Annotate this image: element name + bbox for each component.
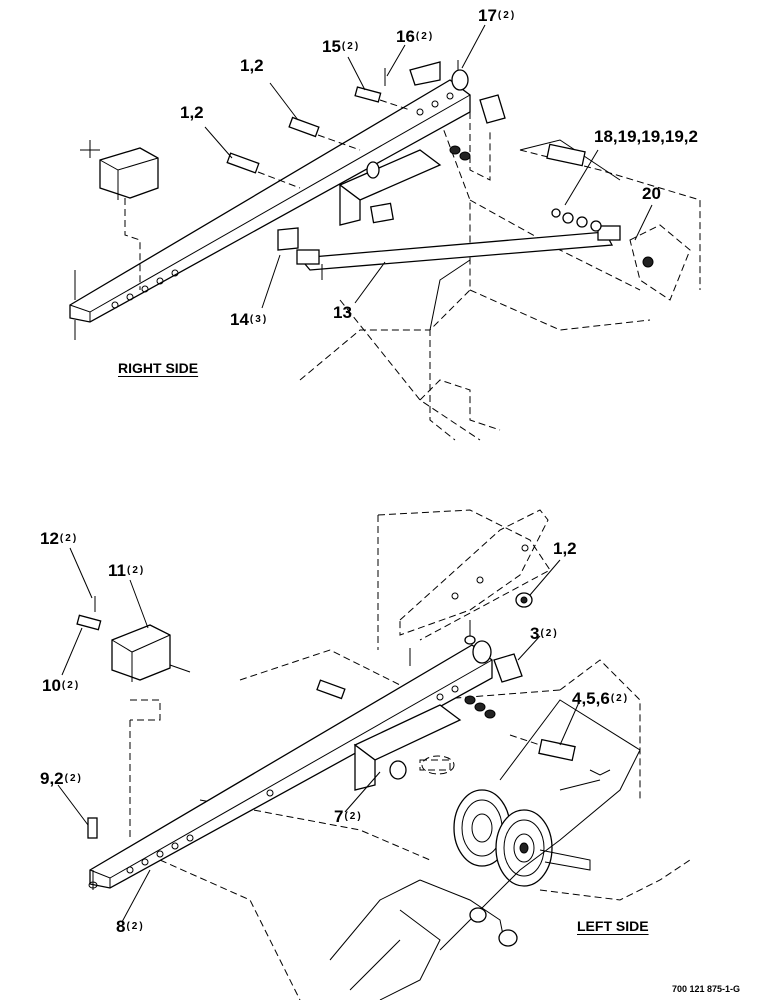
nut-1-2-left	[515, 592, 533, 608]
right-side-leaders	[204, 24, 653, 309]
callout-20: 20	[642, 184, 661, 203]
cap-bracket-right	[99, 147, 159, 199]
callout-9-2: 9,2(2)	[40, 769, 83, 788]
bolt-18-washers-19	[546, 143, 602, 232]
callout-13: 13	[333, 303, 352, 322]
cap-17	[451, 60, 469, 91]
callout-1-2-lower: 1,2	[180, 103, 204, 122]
callout-17: 17(2)	[478, 6, 517, 25]
left-side-view	[57, 509, 691, 1000]
document-number: 700 121 875-1-G	[672, 984, 741, 994]
left-side-leaders	[57, 547, 581, 923]
upper-frame-plate-left	[399, 509, 549, 636]
upright-bracket-right	[409, 61, 441, 86]
link-rod-13	[296, 225, 621, 280]
bolt-15	[354, 86, 411, 111]
right-side-view	[69, 24, 701, 441]
bolt-4-5-6	[509, 734, 576, 762]
cap-left-end	[464, 620, 492, 664]
callout-7: 7(2)	[334, 807, 363, 826]
callout-15: 15(2)	[322, 37, 361, 56]
callout-16: 16(2)	[396, 27, 435, 46]
callout-1-2-left: 1,2	[553, 539, 577, 558]
callout-1-2-upper: 1,2	[240, 56, 264, 75]
right-side-label: RIGHT SIDE	[118, 360, 199, 376]
lower-frame-arm	[439, 699, 641, 951]
bolt-1-2-upper	[288, 116, 361, 151]
spacer-right	[479, 94, 506, 124]
drive-pulleys	[453, 789, 591, 887]
callout-8: 8(2)	[116, 917, 145, 936]
crossbar-holes	[111, 92, 454, 309]
callout-14: 14(3)	[230, 310, 269, 329]
bolt-10	[76, 614, 102, 631]
callout-12: 12(2)	[40, 529, 79, 548]
crossbar-left-holes	[126, 685, 459, 874]
callout-4-5-6: 4,5,6(2)	[572, 689, 630, 708]
callout-10: 10(2)	[42, 676, 81, 695]
spacer-3	[493, 653, 523, 683]
bolt-1-2-lower	[226, 152, 301, 189]
left-side-label: LEFT SIDE	[577, 918, 649, 934]
callout-11: 11(2)	[108, 561, 146, 580]
cap-bracket-11	[111, 624, 171, 681]
callout-18-19-2: 18,19,19,19,2	[594, 127, 698, 146]
crossbar-left	[89, 644, 493, 889]
bolt-9	[87, 817, 98, 839]
callout-3: 3(2)	[530, 624, 559, 643]
